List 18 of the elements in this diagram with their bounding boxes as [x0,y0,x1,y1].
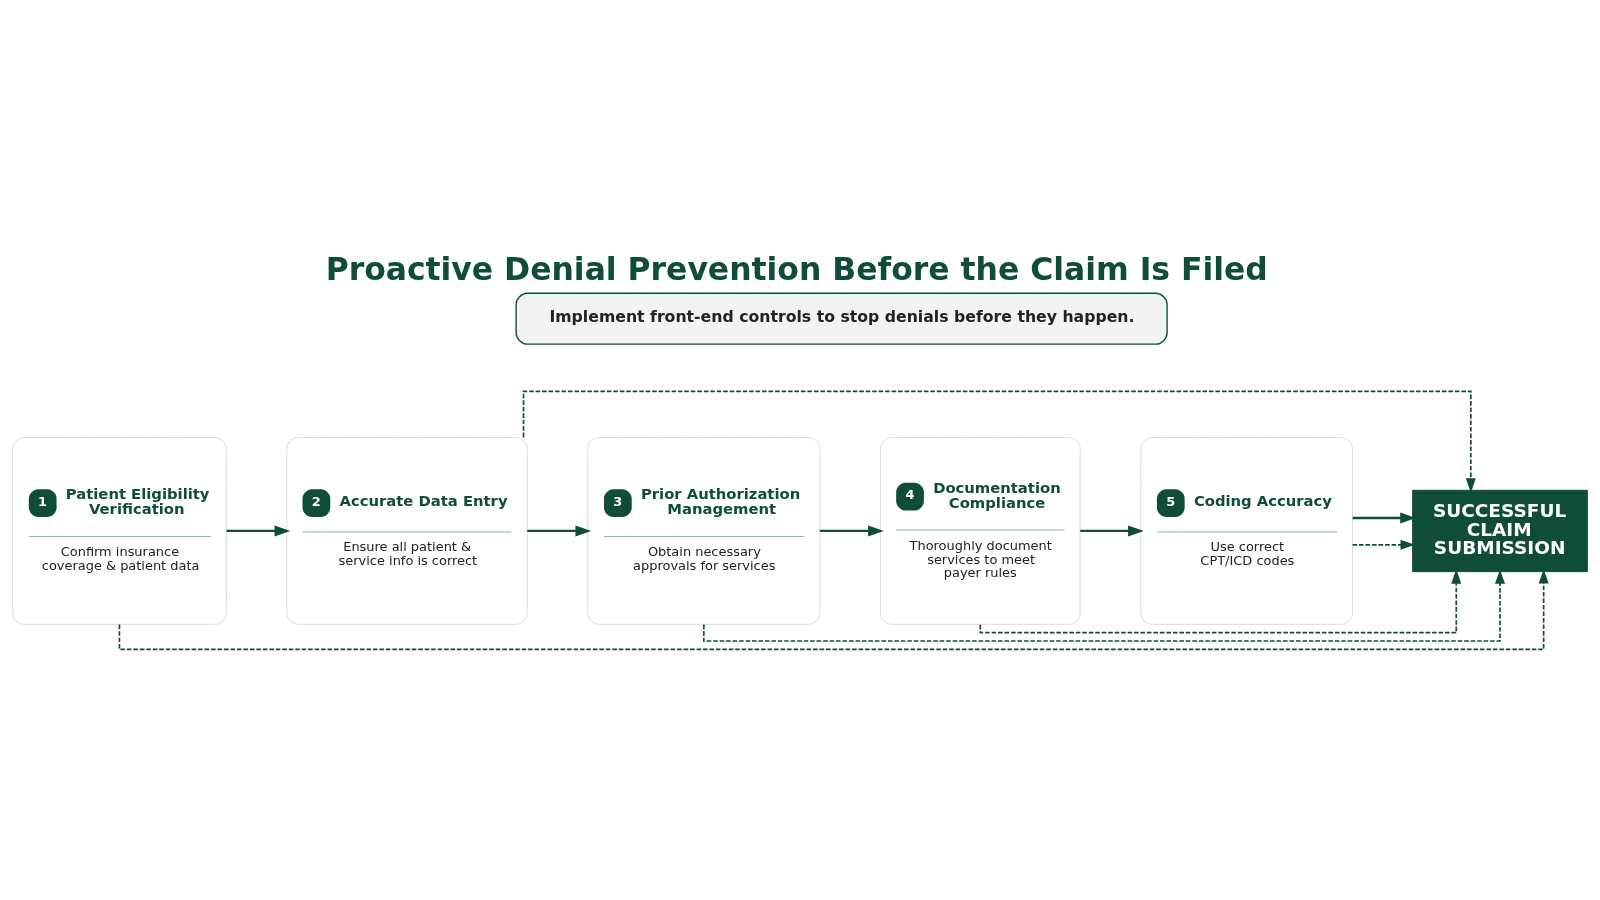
node-box: 1 Patient Eligibility Verification Confirm insurance coverage & patient data [12,436,227,625]
arrow [1080,524,1144,536]
arrow [1351,539,1415,550]
node-box: 5 Coding Accuracy Use correct CPT/ICD codes [1140,436,1353,625]
arrow [226,524,291,536]
arrow [118,568,1549,650]
arrow [527,524,592,536]
arrow [979,568,1462,633]
arrow [703,568,1505,642]
node-box: Implement front-end controls to stop denials before they happen. [515,292,1168,345]
arrow [522,390,1476,493]
node-box: SUCCESSFUL CLAIM SUBMISSION [1412,489,1588,572]
node-box: 4 Documentation Compliance Thoroughly document services to meet payer rules [880,436,1081,625]
node-box: 2 Accurate Data Entry Ensure all patient & service info is correct [286,436,528,625]
diagram-title: Proactive Denial Prevention Before the Claim Is Filed [325,250,1268,287]
arrow [819,524,884,536]
node-box: 3 Prior Authorization Management Obtain necessary approvals for services [587,436,821,625]
arrow [1352,512,1416,523]
